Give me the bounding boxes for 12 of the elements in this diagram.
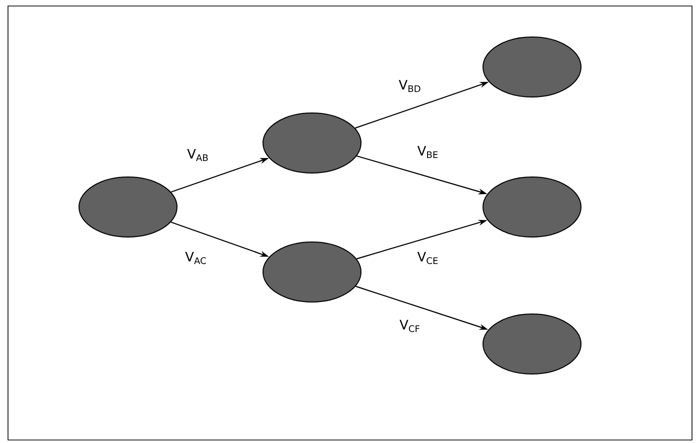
node-ellipse — [482, 36, 582, 98]
edge-label: V$_{BD}$ — [398, 80, 420, 92]
edge-label: V$_{CE}$ — [417, 252, 438, 264]
edge-label: V$_{CF}$ — [400, 320, 420, 332]
node-ellipse — [78, 176, 178, 238]
edge-label: V$_{AC}$ — [185, 252, 206, 264]
node-ellipse — [262, 242, 362, 302]
node-ellipse — [482, 313, 582, 374]
edge-label: V$_{BE}$ — [417, 146, 438, 158]
node-ellipse — [482, 176, 582, 238]
node-ellipse — [262, 112, 362, 174]
edge-label: V$_{AB}$ — [187, 149, 208, 161]
